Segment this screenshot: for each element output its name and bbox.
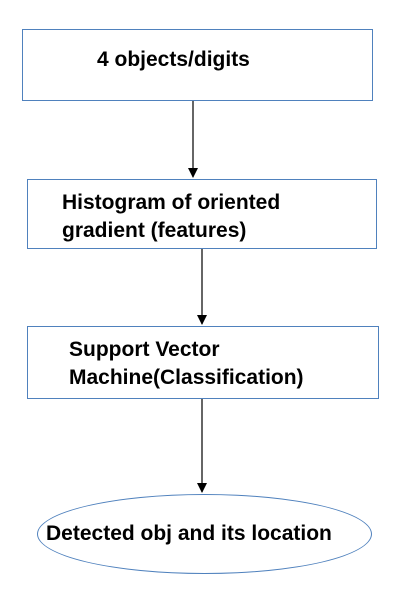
node-svm-label: Support Vector Machine(Classification) bbox=[69, 338, 304, 389]
node-hog-label: Histogram of oriented gradient (features… bbox=[62, 191, 281, 242]
node-hog-box bbox=[27, 179, 377, 249]
node-svm-box bbox=[27, 326, 379, 399]
node-objects-label: 4 objects/digits bbox=[97, 48, 250, 71]
node-detected-label: Detected obj and its location bbox=[46, 522, 332, 545]
node-objects-box bbox=[22, 29, 373, 101]
node-detected-ellipse bbox=[37, 494, 372, 574]
